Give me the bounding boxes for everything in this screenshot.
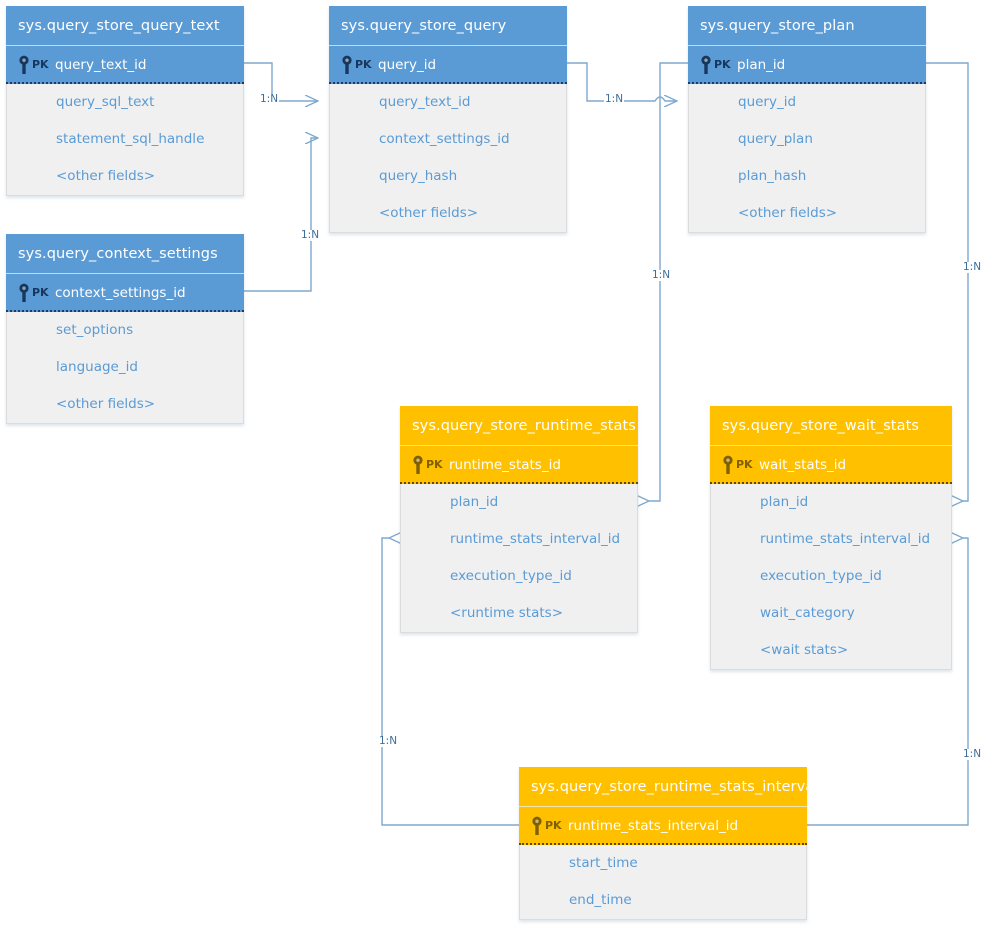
- cardinality-label-rel-query-plan: 1:N: [604, 93, 625, 105]
- entity-field[interactable]: language_id: [56, 359, 138, 375]
- entity-field[interactable]: query_sql_text: [56, 94, 155, 110]
- cardinality-label-rel-plan-runtime: 1:N: [651, 269, 672, 281]
- entity-title-interval: sys.query_store_runtime_stats_interval: [519, 767, 807, 807]
- entity-title-context_settings: sys.query_context_settings: [6, 234, 244, 274]
- entity-title-query: sys.query_store_query: [329, 6, 567, 46]
- entity-fields-plan: query_id query_plan plan_hash <other fields…: [688, 84, 926, 233]
- entity-field[interactable]: <other fields>: [56, 396, 156, 412]
- cardinality-label-rel-interval-runtime: 1:N: [378, 735, 399, 747]
- pk-field-name-query: query_id: [378, 57, 437, 73]
- primary-key-icon: [412, 446, 424, 484]
- primary-key-icon: [700, 46, 712, 84]
- pk-field-name-query_text: query_text_id: [55, 57, 147, 73]
- entity-field[interactable]: query_id: [738, 94, 797, 110]
- entity-field[interactable]: <wait stats>: [760, 642, 849, 658]
- entity-pk-row-plan[interactable]: PK plan_id: [688, 46, 926, 84]
- entity-field[interactable]: end_time: [569, 892, 632, 908]
- entity-fields-query: query_text_id context_settings_id query_ha…: [329, 84, 567, 233]
- pk-field-name-wait_stats: wait_stats_id: [759, 457, 847, 473]
- cardinality-label-rel-interval-wait: 1:N: [962, 748, 983, 760]
- entity-pk-row-runtime_stats[interactable]: PK runtime_stats_id: [400, 446, 638, 484]
- entity-title-plan: sys.query_store_plan: [688, 6, 926, 46]
- cardinality-label-rel-text-query: 1:N: [259, 93, 280, 105]
- entity-pk-row-query_text[interactable]: PK query_text_id: [6, 46, 244, 84]
- entity-field[interactable]: plan_id: [760, 494, 809, 510]
- cardinality-label-rel-plan-wait: 1:N: [962, 261, 983, 273]
- entity-field[interactable]: statement_sql_handle: [56, 131, 205, 147]
- primary-key-icon: [18, 274, 30, 312]
- entity-fields-interval: start_time end_time: [519, 845, 807, 920]
- entity-field[interactable]: plan_hash: [738, 168, 807, 184]
- entity-field[interactable]: <other fields>: [379, 205, 479, 221]
- pk-badge: PK: [714, 58, 731, 71]
- entity-fields-context_settings: set_options language_id <other fields>: [6, 312, 244, 424]
- entity-fields-wait_stats: plan_id runtime_stats_interval_id executio…: [710, 484, 952, 670]
- entity-field[interactable]: start_time: [569, 855, 638, 871]
- primary-key-icon: [341, 46, 353, 84]
- entity-pk-row-query[interactable]: PK query_id: [329, 46, 567, 84]
- entity-field[interactable]: context_settings_id: [379, 131, 510, 147]
- pk-badge: PK: [426, 458, 443, 471]
- primary-key-icon: [18, 46, 30, 84]
- connector-plan-to-runtime-stats: [649, 62, 688, 501]
- cardinality-label-rel-ctx-query: 1:N: [300, 229, 321, 241]
- pk-badge: PK: [355, 58, 372, 71]
- entity-field[interactable]: <runtime stats>: [450, 605, 564, 621]
- pk-field-name-runtime_stats: runtime_stats_id: [449, 457, 561, 473]
- entity-field[interactable]: plan_id: [450, 494, 499, 510]
- entity-pk-row-interval[interactable]: PK runtime_stats_interval_id: [519, 807, 807, 845]
- entity-field[interactable]: set_options: [56, 322, 134, 338]
- pk-badge: PK: [545, 819, 562, 832]
- entity-field[interactable]: query_hash: [379, 168, 458, 184]
- entity-field[interactable]: wait_category: [760, 605, 855, 621]
- entity-field[interactable]: <other fields>: [56, 168, 156, 184]
- pk-badge: PK: [736, 458, 753, 471]
- entity-field[interactable]: runtime_stats_interval_id: [760, 531, 931, 547]
- entity-field[interactable]: execution_type_id: [450, 568, 572, 584]
- pk-field-name-interval: runtime_stats_interval_id: [568, 818, 739, 834]
- pk-field-name-context_settings: context_settings_id: [55, 285, 186, 301]
- entity-pk-row-context_settings[interactable]: PK context_settings_id: [6, 274, 244, 312]
- entity-title-query_text: sys.query_store_query_text: [6, 6, 244, 46]
- entity-title-runtime_stats: sys.query_store_runtime_stats: [400, 406, 638, 446]
- connector-query-text-to-query: [244, 62, 318, 101]
- entity-field[interactable]: query_text_id: [379, 94, 471, 110]
- entity-fields-runtime_stats: plan_id runtime_stats_interval_id executio…: [400, 484, 638, 633]
- entity-fields-query_text: query_sql_text statement_sql_handle <other…: [6, 84, 244, 196]
- pk-field-name-plan: plan_id: [737, 57, 786, 73]
- primary-key-icon: [722, 446, 734, 484]
- entity-field[interactable]: query_plan: [738, 131, 813, 147]
- entity-field[interactable]: runtime_stats_interval_id: [450, 531, 621, 547]
- pk-badge: PK: [32, 58, 49, 71]
- primary-key-icon: [531, 807, 543, 845]
- entity-title-wait_stats: sys.query_store_wait_stats: [710, 406, 952, 446]
- pk-badge: PK: [32, 286, 49, 299]
- entity-field[interactable]: <other fields>: [738, 205, 838, 221]
- connector-context-settings-to-query: [244, 138, 318, 292]
- entity-field[interactable]: execution_type_id: [760, 568, 882, 584]
- entity-pk-row-wait_stats[interactable]: PK wait_stats_id: [710, 446, 952, 484]
